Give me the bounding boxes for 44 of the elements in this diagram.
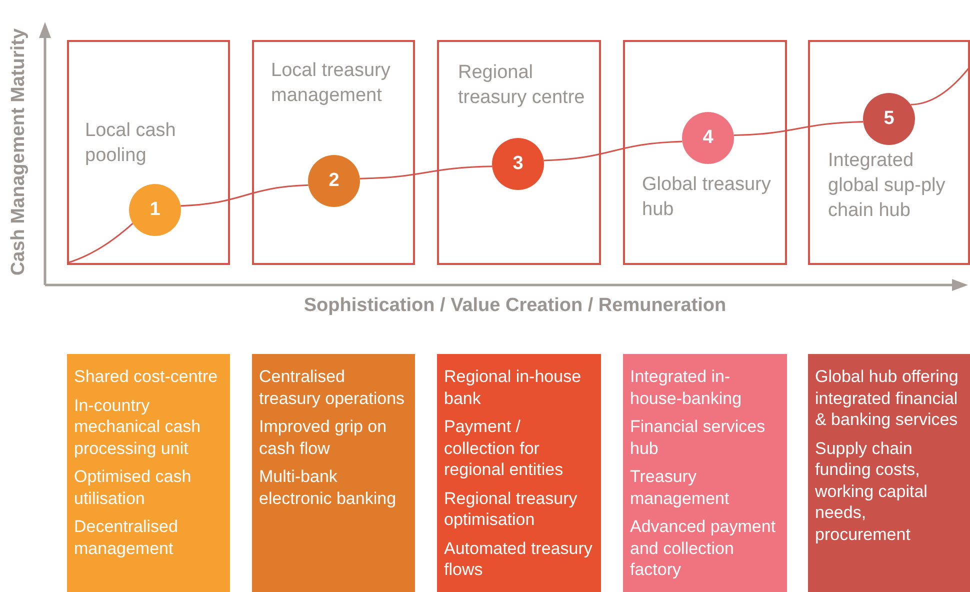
stage-title: Local cash pooling xyxy=(85,119,177,168)
curve-line xyxy=(180,184,308,207)
list-item: Optimised cash utilisation xyxy=(74,466,192,509)
curve-line xyxy=(360,166,492,180)
stage-box xyxy=(623,40,787,265)
list-item: Payment / collection for regional entities xyxy=(444,416,564,480)
list-item: Automated treasury flows xyxy=(444,538,594,580)
curve-line xyxy=(66,222,134,264)
list-item: Regional in-house bank xyxy=(444,366,582,409)
step-circle: 4 xyxy=(682,112,734,164)
list-item: Global hub offering integrated financial & banking services xyxy=(815,366,960,430)
step-circle: 5 xyxy=(863,93,915,145)
stage-box xyxy=(252,40,415,265)
curve-line xyxy=(544,140,682,162)
stage-box xyxy=(437,40,601,265)
stage-panel xyxy=(67,354,230,592)
stage-panel xyxy=(437,354,601,592)
list-item: Multi-bank electronic banking xyxy=(259,466,398,509)
curve-line xyxy=(734,120,864,136)
stage-title: Regional treasury centre xyxy=(458,61,586,110)
stage-panel xyxy=(623,354,787,592)
list-item: Decentralised management xyxy=(74,516,179,559)
list-item: Supply chain funding costs, working capital needs, procurement xyxy=(815,438,928,545)
list-item: Advanced payment and collection factory xyxy=(630,516,777,580)
list-item: Financial services hub xyxy=(630,416,766,459)
stage-panel xyxy=(252,354,415,592)
list-item: Improved grip on cash flow xyxy=(259,416,388,459)
list-item: Shared cost-centre xyxy=(74,366,219,388)
list-item: Centralised treasury operations xyxy=(259,366,406,409)
step-circle: 2 xyxy=(308,155,360,207)
axis-label: Sophistication / Value Creation / Remuneration xyxy=(304,295,726,317)
stage-title: Integrated global sup-ply chain hub xyxy=(828,149,946,223)
axis-label: Cash Management Maturity xyxy=(8,28,30,276)
list-item: Treasury management xyxy=(630,466,730,509)
list-item: In-country mechanical cash processing unit xyxy=(74,394,202,459)
step-circle: 1 xyxy=(129,184,181,236)
list-item: Regional treasury optimisation xyxy=(444,488,578,530)
list-item: Integrated in-house-banking xyxy=(630,366,743,409)
stage-title: Global treasury hub xyxy=(642,173,772,222)
step-circle: 3 xyxy=(492,138,544,190)
stage-box xyxy=(808,40,970,265)
stage-panel xyxy=(808,354,970,592)
stage-box xyxy=(67,40,230,265)
stage-title: Local treasury management xyxy=(271,59,392,108)
